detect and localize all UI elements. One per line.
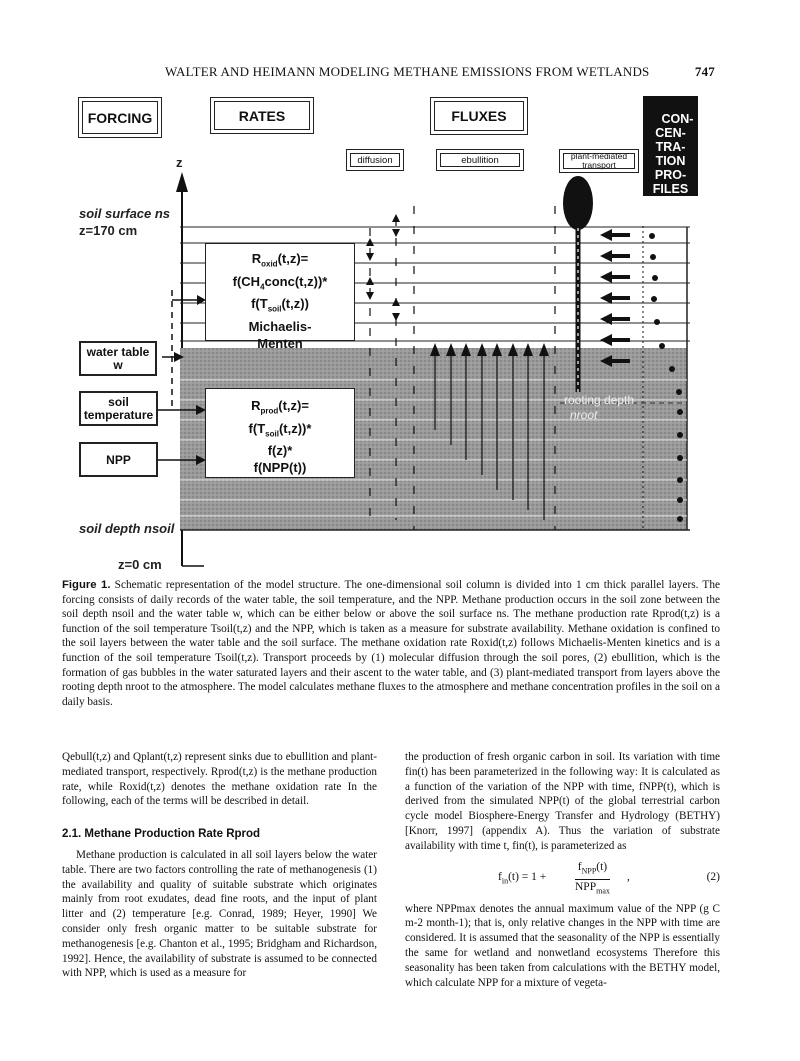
z0-label: z=0 cm — [118, 557, 162, 572]
rates-box: RATES — [210, 97, 314, 134]
concentration-profiles-box: CON- CEN- TRA- TION PRO- FILES — [643, 96, 698, 196]
page-number: 747 — [694, 64, 715, 79]
npp-label: NPP — [106, 452, 131, 467]
oxid-line-2: f(CH4conc(t,z))* — [232, 273, 328, 292]
equation-number: (2) — [706, 870, 720, 883]
soil-column-diagram — [158, 172, 690, 567]
prod-line-2: f(Tsoil(t,z))* — [248, 420, 312, 439]
fluxes-box: FLUXES — [430, 97, 528, 135]
water-table-label: water table w — [86, 344, 150, 372]
oxid-line-1: Roxid(t,z)= — [251, 251, 309, 269]
diffusion-label: diffusion — [357, 154, 393, 166]
ebullition-label: ebullition — [461, 154, 499, 166]
prod-line-4: f(NPP(t)) — [253, 460, 307, 476]
oxid-line-5: Menten — [257, 335, 303, 351]
water-table-box: water table w — [79, 341, 157, 376]
z-axis-label: z — [176, 155, 183, 170]
figure-1: FORCING RATES FLUXES CON- CEN- TRA- TION… — [78, 96, 698, 572]
ebullition-box: ebullition — [436, 149, 524, 171]
left-body-paragraph: Methane production is calculated in all … — [62, 848, 377, 980]
caption-label: Figure 1. — [62, 579, 111, 591]
right-paragraph-2: where NPPmax denotes the annual maximum … — [405, 902, 720, 989]
soil-temperature-box: soil temperature — [79, 391, 158, 426]
concentration-label: CON- CEN- TRA- TION PRO- FILES — [652, 112, 694, 196]
right-paragraph-1: the production of fresh organic carbon i… — [405, 751, 720, 852]
right-column: the production of fresh organic carbon i… — [405, 750, 720, 990]
left-intro-paragraph: Qebull(t,z) and Qplant(t,z) represent si… — [62, 751, 377, 808]
oxidation-rate-box: Roxid(t,z)= f(CH4conc(t,z))* f(Tsoil(t,z… — [205, 243, 355, 351]
soil-temperature-label: soil temperature — [83, 394, 154, 422]
fluxes-label: FLUXES — [451, 108, 507, 124]
npp-box: NPP — [79, 442, 158, 477]
running-title: WALTER AND HEIMANN MODELING METHANE EMIS… — [165, 64, 650, 79]
production-rate-box: Rprod(t,z)= f(Tsoil(t,z))* f(z)* f(NPP(t… — [205, 388, 355, 478]
oxid-line-3: f(Tsoil(t,z)) — [251, 296, 309, 314]
figure-caption: Figure 1. Schematic representation of th… — [62, 578, 720, 709]
soil-depth-label: soil depth nsoil — [79, 521, 175, 536]
diffusion-box: diffusion — [346, 149, 404, 171]
plant-transport-box: plant-mediated transport — [559, 149, 639, 173]
section-heading: 2.1. Methane Production Rate Rprod — [62, 828, 261, 841]
rates-label: RATES — [238, 107, 286, 124]
prod-line-1: Rprod(t,z)= — [251, 398, 309, 416]
soil-surface-label: soil surface ns — [79, 206, 171, 221]
equation-2: fin(t) = 1 + fNPP(t) NPPmax , (2) — [498, 860, 720, 895]
plant-transport-label: plant-mediated transport — [570, 151, 628, 170]
forcing-box: FORCING — [78, 97, 162, 138]
soil-surface-z-label: z=170 cm — [79, 223, 138, 238]
rooting-depth-label: rooting depth — [564, 393, 635, 407]
prod-line-3: f(z)* — [267, 443, 293, 459]
nroot-label: nroot — [570, 408, 598, 422]
caption-text: Schematic representation of the model st… — [62, 579, 720, 708]
forcing-label: FORCING — [87, 109, 153, 126]
oxid-line-4: Michaelis- — [248, 318, 312, 334]
left-column: Qebull(t,z) and Qplant(t,z) represent si… — [62, 750, 377, 981]
